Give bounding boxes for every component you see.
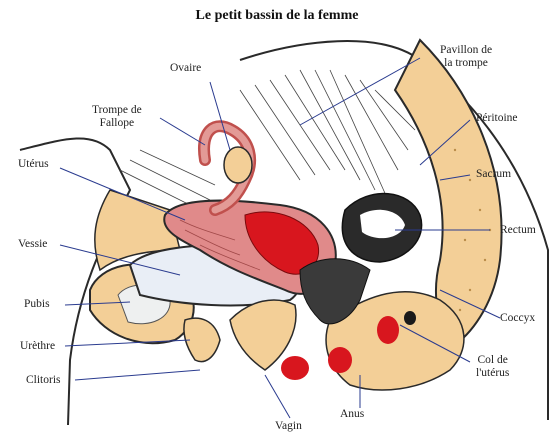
label-uterus: Utérus (18, 158, 49, 171)
label-anus: Anus (340, 408, 364, 421)
label-rectum: Rectum (500, 224, 536, 237)
label-urethre: Urèthre (20, 340, 55, 353)
label-vagin: Vagin (275, 420, 302, 433)
bulb-4 (404, 311, 416, 325)
label-sacrum: Sacrum (476, 168, 511, 181)
label-pavillon-line1: Pavillon de (440, 44, 492, 57)
ovary (224, 147, 252, 183)
label-col-line2: l'utérus (476, 367, 509, 380)
label-col-line1: Col de (476, 354, 509, 367)
label-ovaire: Ovaire (170, 62, 201, 75)
label-trompe-line1: Trompe de (92, 104, 142, 117)
label-vessie: Vessie (18, 238, 47, 251)
bulb-1 (281, 356, 309, 380)
label-trompe-line2: Fallope (92, 117, 142, 130)
label-col: Col de l'utérus (476, 354, 509, 380)
peritoneum-lines (120, 70, 415, 210)
bulb-2 (328, 347, 352, 373)
label-clitoris: Clitoris (26, 374, 61, 387)
label-pavillon: Pavillon de la trompe (440, 44, 492, 70)
label-peritoine: Péritoine (476, 112, 518, 125)
label-trompe: Trompe de Fallope (92, 104, 142, 130)
label-pubis: Pubis (24, 298, 50, 311)
bulb-3 (377, 316, 399, 344)
label-coccyx: Coccyx (500, 312, 535, 325)
label-pavillon-line2: la trompe (440, 57, 492, 70)
